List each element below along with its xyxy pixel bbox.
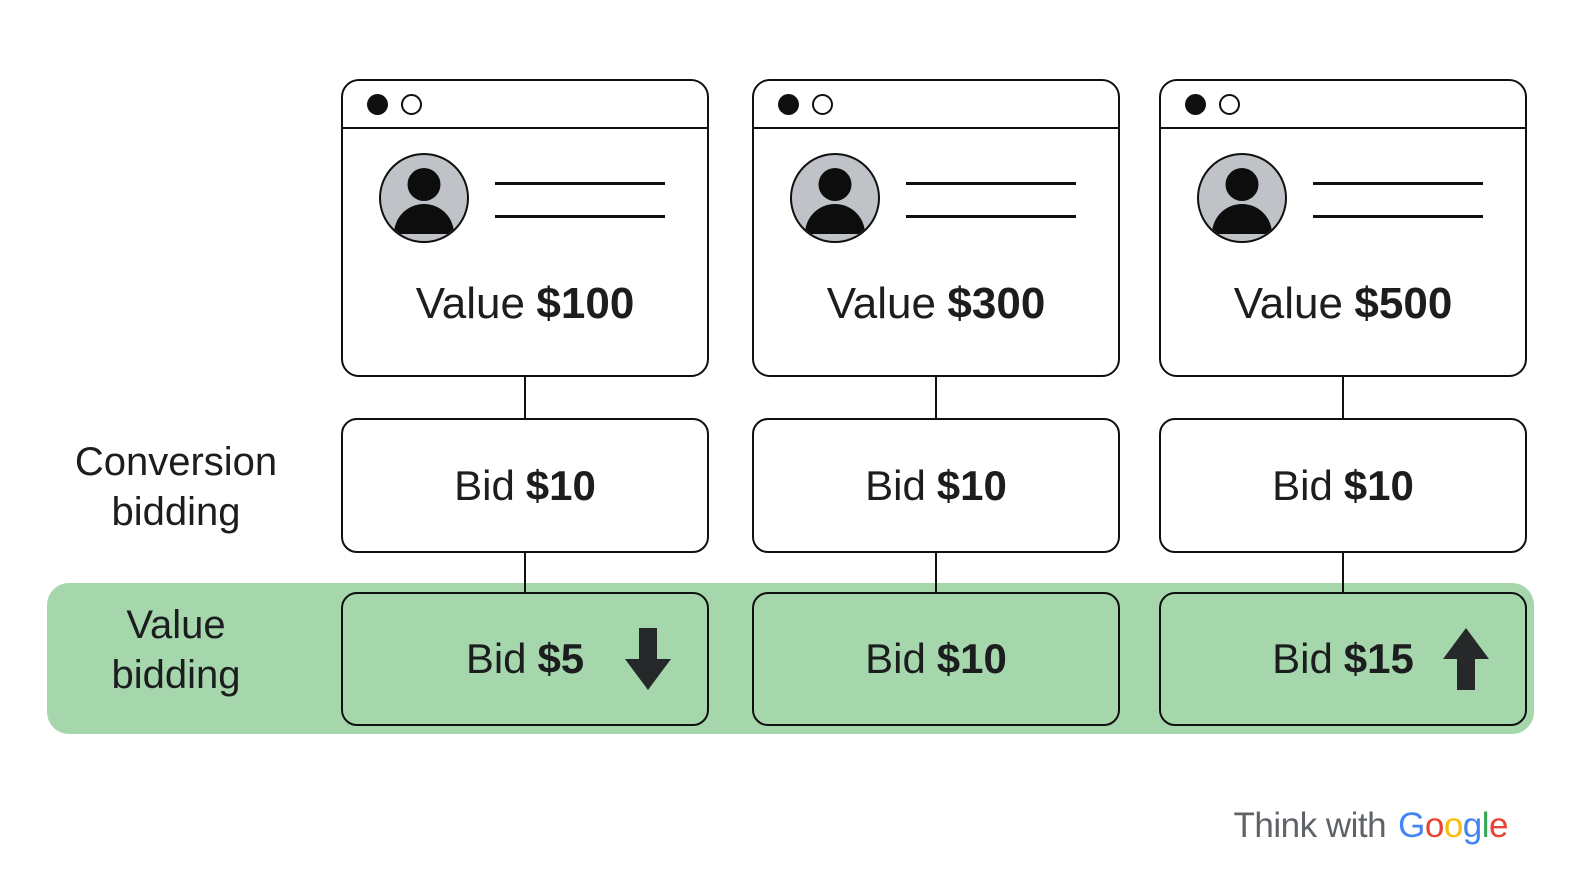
conversion-bid-box: Bid$10 (752, 418, 1120, 553)
google-letter-l: l (1481, 806, 1490, 845)
bid-label: Bid (865, 461, 926, 509)
window-titlebar (343, 81, 707, 129)
customer-column-2: Value$300 Bid$10 Bid$10 (752, 0, 1120, 885)
window-dot-filled-icon (778, 93, 799, 115)
value-label-line1: Value (126, 603, 226, 647)
customer-column-3: Value$500 Bid$10 Bid$15 (1159, 0, 1527, 885)
placeholder-text-line (906, 182, 1076, 185)
connector-line (935, 377, 937, 418)
bid-label: Bid (1272, 635, 1333, 682)
browser-window-card: Value$500 (1159, 79, 1527, 377)
bid-amount: $10 (936, 461, 1007, 509)
window-titlebar (754, 81, 1118, 129)
value-label: Value (415, 279, 525, 328)
window-dot-outline-icon (812, 93, 833, 115)
bid-amount: $10 (525, 461, 596, 509)
google-letter-g1: G (1398, 806, 1425, 845)
value-label: Value (826, 279, 936, 328)
customer-column-1: Value$100 Bid$10 Bid$5 (341, 0, 709, 885)
customer-value-text: Value$300 (754, 279, 1118, 329)
value-bidding-row-label: Value bidding (36, 600, 316, 700)
bid-amount: $15 (1343, 635, 1414, 682)
google-letter-o1: o (1424, 806, 1444, 845)
connector-line (1342, 553, 1344, 594)
value-bidding-highlight-band (47, 583, 1534, 734)
bid-label: Bid (865, 635, 926, 682)
customer-value-text: Value$500 (1161, 279, 1525, 329)
think-with-google-logo: Think with Google (1233, 806, 1509, 846)
placeholder-text-line (495, 215, 665, 218)
value-bid-box: Bid$5 (341, 592, 709, 726)
bid-decrease-arrow-icon (625, 628, 671, 690)
value-bid-box: Bid$15 (1159, 592, 1527, 726)
bid-amount: $10 (1343, 461, 1414, 509)
google-letter-g2: g (1462, 806, 1482, 845)
placeholder-text-line (906, 215, 1076, 218)
connector-line (524, 377, 526, 418)
avatar-head-shape (1225, 168, 1259, 201)
avatar-head-shape (407, 168, 441, 201)
value-amount: $300 (947, 279, 1046, 328)
window-dot-filled-icon (1185, 93, 1206, 115)
placeholder-text-line (1313, 215, 1483, 218)
bid-label: Bid (465, 635, 527, 682)
avatar-shoulders-shape (394, 204, 454, 234)
window-dot-outline-icon (1219, 93, 1240, 115)
avatar-shoulders-shape (805, 204, 865, 234)
customer-value-text: Value$100 (343, 279, 707, 329)
browser-window-card: Value$100 (341, 79, 709, 377)
avatar-shoulders-shape (1212, 204, 1272, 234)
user-avatar-icon (1197, 153, 1287, 243)
connector-line (935, 553, 937, 594)
placeholder-text-line (1313, 182, 1483, 185)
conversion-bidding-row-label: Conversion bidding (36, 437, 316, 537)
user-avatar-icon (379, 153, 469, 243)
conversion-label-line2: bidding (111, 490, 241, 534)
value-amount: $500 (1354, 279, 1453, 328)
user-avatar-icon (790, 153, 880, 243)
window-dot-outline-icon (401, 93, 422, 115)
google-letter-o2: o (1443, 806, 1463, 845)
google-letter-e: e (1489, 806, 1508, 845)
conversion-bid-box: Bid$10 (341, 418, 709, 553)
placeholder-text-line (495, 182, 665, 185)
bid-amount: $10 (936, 635, 1007, 682)
browser-window-card: Value$300 (752, 79, 1120, 377)
value-label: Value (1233, 279, 1343, 328)
bid-label: Bid (1272, 461, 1333, 509)
window-titlebar (1161, 81, 1525, 129)
bid-label: Bid (454, 461, 515, 509)
bid-amount: $5 (537, 635, 585, 682)
bid-increase-arrow-icon (1443, 628, 1489, 690)
value-amount: $100 (536, 279, 635, 328)
value-bid-box: Bid$10 (752, 592, 1120, 726)
logo-prefix-text: Think with (1233, 806, 1387, 845)
avatar-head-shape (818, 168, 852, 201)
conversion-label-line1: Conversion (74, 440, 278, 484)
window-dot-filled-icon (367, 93, 388, 115)
connector-line (1342, 377, 1344, 418)
conversion-bid-box: Bid$10 (1159, 418, 1527, 553)
value-label-line2: bidding (111, 653, 241, 697)
connector-line (524, 553, 526, 594)
